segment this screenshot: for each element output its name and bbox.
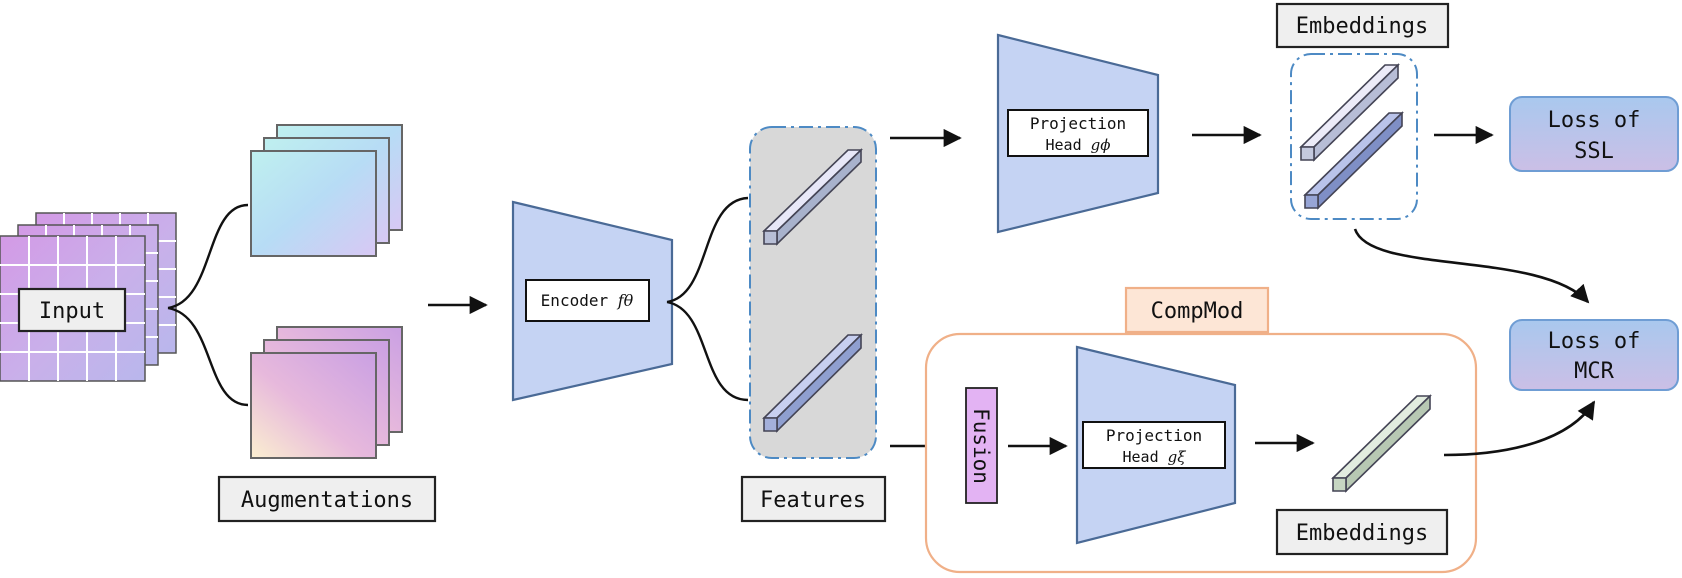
embeddings-ssl-label: Embeddings <box>1296 14 1428 39</box>
input-image-stack: Input <box>0 212 177 382</box>
projection-mcr-label-box <box>1082 421 1226 469</box>
feature-vector-top <box>762 148 863 246</box>
augmentation-top <box>250 124 403 257</box>
loss-ssl-box <box>1509 96 1679 172</box>
loss-mcr-line2: MCR <box>1574 359 1614 384</box>
embedding-mcr-vector <box>1331 394 1432 493</box>
fusion-box <box>965 387 998 504</box>
augmentations-label-box <box>217 475 437 523</box>
encoder-branch-bottom <box>666 300 749 402</box>
embedding-ssl-vector-top <box>1299 63 1400 162</box>
input-label-box <box>17 287 127 333</box>
encoder-label-box <box>525 279 650 322</box>
features-container <box>749 126 877 459</box>
projection-mcr-line2: Head gξ <box>1122 448 1186 466</box>
arrow-embedding-mcr-to-loss <box>1443 400 1596 457</box>
arrow-embeddings-to-loss-mcr <box>1353 228 1590 304</box>
branch-curve-bottom <box>167 306 249 407</box>
augmentations-label: Augmentations <box>241 488 413 513</box>
projection-ssl-line1: Projection <box>1030 114 1126 133</box>
compmod-title-box <box>1124 286 1270 334</box>
branch-curve-top <box>167 203 249 310</box>
projection-mcr-line1: Projection <box>1106 426 1202 445</box>
projection-ssl-line2: Head gϕ <box>1046 136 1111 154</box>
embeddings-mcr-label-box <box>1275 508 1449 556</box>
encoder-branch-top <box>666 196 749 304</box>
embeddings-mcr-label: Embeddings <box>1296 521 1428 546</box>
encoder-label: Encoder fθ <box>541 291 634 310</box>
input-label: Input <box>39 299 105 324</box>
features-label: Features <box>760 488 866 513</box>
loss-mcr-line1: Loss of <box>1548 329 1641 354</box>
loss-ssl-line1: Loss of <box>1548 108 1641 133</box>
loss-mcr-box <box>1509 319 1679 391</box>
feature-vector-bottom <box>762 333 863 433</box>
fusion-label: Fusion <box>969 408 993 484</box>
loss-ssl-line2: SSL <box>1574 139 1614 164</box>
augmentation-bottom <box>250 326 403 459</box>
projection-ssl-label-box <box>1007 109 1149 157</box>
embeddings-ssl-label-box <box>1275 2 1450 49</box>
compmod-title: CompMod <box>1151 299 1244 324</box>
embedding-ssl-vector-bottom <box>1303 111 1404 210</box>
features-label-box <box>740 475 887 523</box>
